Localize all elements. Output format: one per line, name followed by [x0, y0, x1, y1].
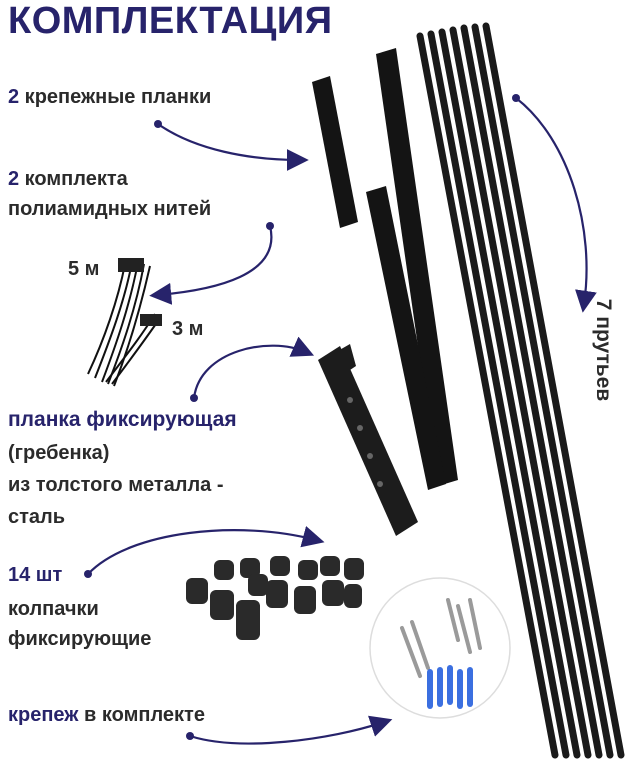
caps-count-label: 14 шт	[8, 564, 63, 586]
thread-roll-5m	[118, 258, 144, 272]
caps-image	[186, 556, 364, 640]
planks-label: 2 крепежные планки	[8, 86, 212, 108]
threads-label-line2: полиамидных нитей	[8, 198, 212, 220]
arrow-rods	[515, 97, 597, 313]
fasteners-label: крепеж в комплекте	[8, 704, 205, 726]
comb-label-line4: сталь	[8, 506, 66, 528]
arrow-threads	[149, 225, 273, 305]
thread-roll-3m	[140, 314, 162, 326]
arrow-fasteners	[189, 715, 393, 745]
thread-5m-label: 5 м	[68, 258, 100, 280]
caps-label-line2: колпачки	[8, 598, 99, 620]
mounting-planks-image	[312, 48, 458, 490]
arrow-caps	[87, 526, 325, 575]
comb-plank-image	[318, 344, 418, 536]
arrow-comb	[192, 336, 315, 399]
comb-label-line3: из толстого металла -	[8, 474, 224, 496]
thread-3m-label: 3 м	[172, 318, 204, 340]
caps-label-line3: фиксирующие	[8, 628, 152, 650]
rods-image	[416, 22, 625, 759]
comb-label-line1: планка фиксирующая	[8, 408, 237, 431]
comb-label-line2: (гребенка)	[8, 442, 110, 464]
fasteners-image	[369, 577, 511, 719]
threads-label-line1: 2 комплекта	[8, 168, 128, 190]
page-title: КОМПЛЕКТАЦИЯ	[8, 0, 333, 42]
arrow-planks	[157, 123, 309, 171]
rods-label: 7 прутьев	[592, 298, 615, 402]
